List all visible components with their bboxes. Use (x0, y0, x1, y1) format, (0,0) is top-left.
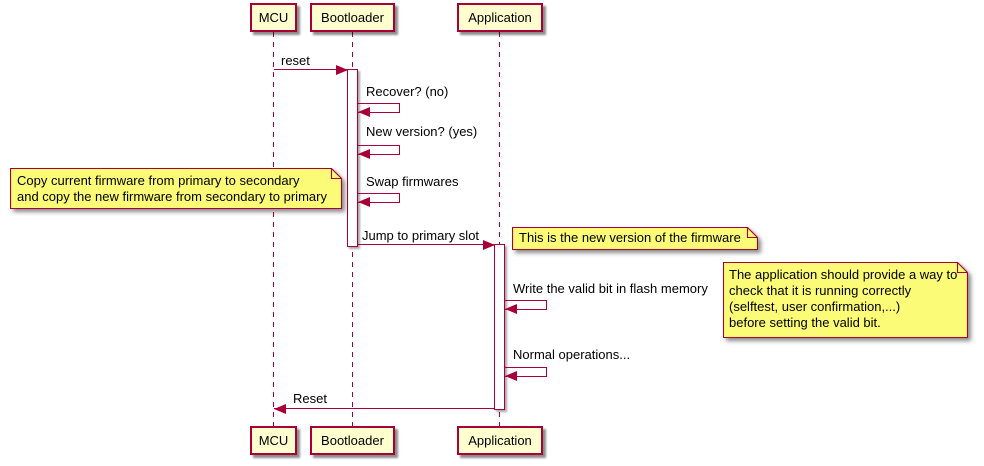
participant-application-top: Application (457, 3, 543, 32)
arrowhead-swap (358, 197, 370, 207)
note-line: (selftest, user confirmation,...) (729, 299, 901, 314)
participant-mcu-bottom-label: MCU (258, 433, 289, 448)
message-label-swap: Swap firmwares (366, 174, 459, 189)
selfloop-swap (358, 193, 400, 203)
participant-application-bottom-label: Application (468, 433, 532, 448)
message-label-reset: reset (281, 53, 310, 68)
message-line-reset (274, 69, 348, 70)
note-line: check that it is running correctly (729, 283, 912, 298)
participant-bootloader-top: Bootloader (310, 3, 395, 32)
lifeline-application (499, 32, 500, 426)
selfloop-normal-operations (505, 367, 547, 377)
note-new-version-text: This is the new version of the firmware (519, 230, 741, 246)
message-label-recover: Recover? (no) (366, 84, 449, 99)
note-line: This is the new version of the firmware (519, 230, 741, 245)
selfloop-new-version (358, 145, 400, 155)
note-selftest: The application should provide a way to … (723, 262, 968, 338)
message-label-write-valid-bit: Write the valid bit in flash memory (513, 281, 708, 296)
participant-mcu-bottom: MCU (250, 426, 297, 455)
arrowhead-normal-operations (505, 371, 517, 381)
note-selftest-text: The application should provide a way to … (729, 267, 957, 331)
message-label-normal-operations: Normal operations... (513, 347, 631, 362)
selfloop-write-valid-bit (505, 300, 547, 310)
message-label-new-version: New version? (yes) (366, 124, 478, 139)
participant-bootloader-top-label: Bootloader (321, 10, 384, 25)
selfloop-recover (358, 103, 400, 113)
note-copy-firmware: Copy current firmware from primary to se… (10, 168, 342, 209)
note-shape (723, 262, 968, 338)
participant-bootloader-bottom: Bootloader (310, 426, 395, 455)
message-line-jump (358, 244, 495, 245)
participant-application-top-label: Application (468, 10, 532, 25)
participant-mcu-top-label: MCU (258, 10, 289, 25)
note-line: The application should provide a way to (729, 267, 958, 282)
arrowhead-new-version (358, 149, 370, 159)
note-copy-firmware-text: Copy current firmware from primary to se… (17, 173, 327, 205)
arrowhead-reset-final (274, 403, 286, 414)
message-label-reset-final: Reset (293, 391, 327, 406)
note-shape (10, 168, 342, 209)
arrowhead-jump (483, 239, 495, 250)
note-line: Copy current firmware from primary to se… (17, 173, 300, 188)
arrowhead-write-valid-bit (505, 304, 517, 314)
participant-bootloader-bottom-label: Bootloader (321, 433, 384, 448)
note-line: and copy the new firmware from secondary… (17, 189, 327, 204)
note-new-version: This is the new version of the firmware (512, 227, 758, 250)
message-line-reset-final (274, 408, 494, 409)
note-line: before setting the valid bit. (729, 315, 881, 330)
participant-mcu-top: MCU (250, 3, 297, 32)
note-shape (512, 227, 758, 250)
lifeline-mcu (273, 32, 274, 426)
participant-application-bottom: Application (457, 426, 543, 455)
arrowhead-recover (358, 107, 370, 117)
message-label-jump: Jump to primary slot (362, 228, 480, 243)
activation-application (494, 244, 505, 410)
arrowhead-reset (336, 64, 348, 75)
activation-bootloader (347, 69, 358, 247)
